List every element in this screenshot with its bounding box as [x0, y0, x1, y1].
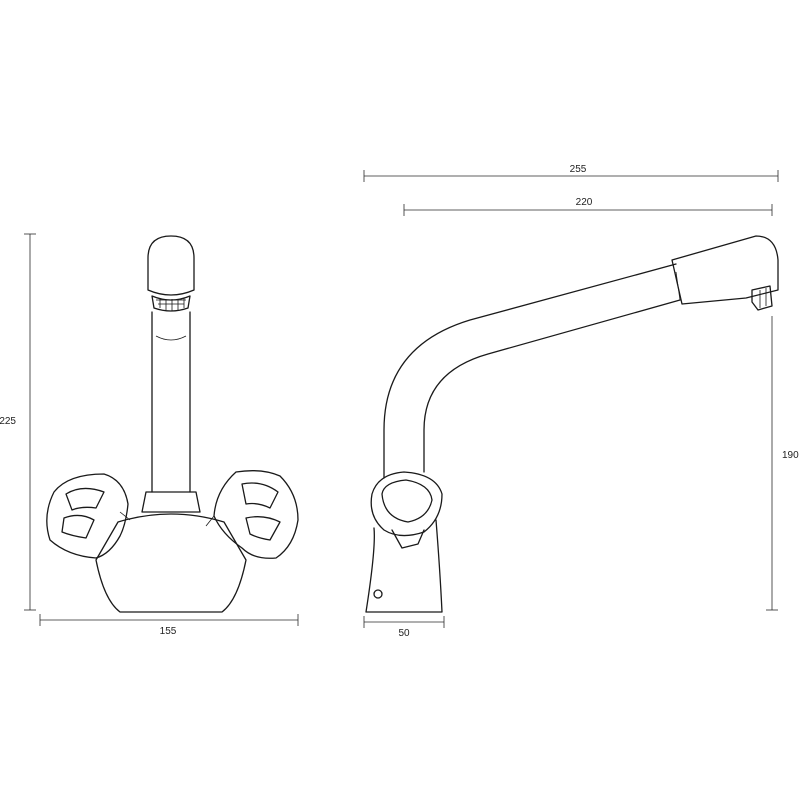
front-right-handle — [205, 470, 299, 559]
side-view-tap — [365, 235, 779, 613]
side-inner-reach-dimension: 220 — [403, 197, 773, 216]
side-reach-dimension: 255 — [363, 164, 779, 182]
side-inner-reach-label: 220 — [576, 197, 593, 208]
front-height-label: 225 — [0, 416, 16, 427]
side-spout-nozzle — [671, 235, 779, 305]
front-body — [95, 513, 247, 613]
side-spout-pipe — [383, 263, 677, 479]
front-riser — [151, 311, 191, 493]
front-collar — [141, 491, 201, 513]
side-height-dimension: 190 — [766, 316, 799, 611]
side-height-label: 190 — [782, 450, 799, 461]
front-left-handle — [46, 473, 131, 559]
side-depth-dimension: 50 — [363, 616, 445, 639]
side-reach-label: 255 — [570, 164, 587, 175]
front-width-label: 155 — [160, 626, 177, 637]
side-aerator — [751, 285, 773, 311]
front-aerator — [151, 295, 191, 312]
side-handle — [370, 471, 443, 549]
front-width-dimension: 155 — [39, 614, 299, 637]
side-base — [365, 519, 443, 613]
side-base-screw — [373, 589, 383, 599]
front-spout-head — [147, 235, 195, 296]
front-height-dimension: 225 — [0, 233, 36, 611]
front-view-tap — [46, 235, 299, 613]
side-depth-label: 50 — [398, 628, 410, 639]
